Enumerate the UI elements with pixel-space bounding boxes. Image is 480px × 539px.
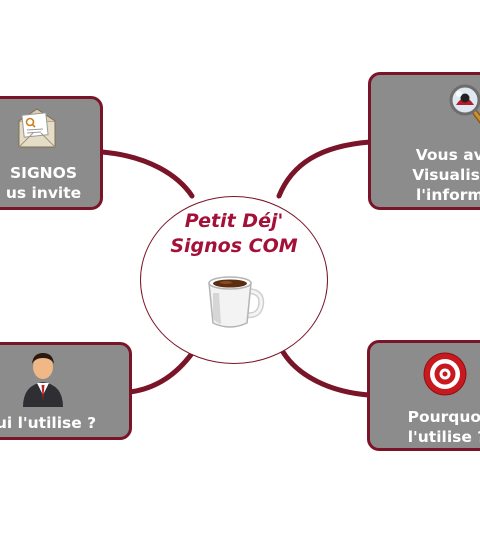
link-vous	[276, 139, 373, 199]
node-signos-label: SIGNOS us invite	[0, 163, 100, 203]
node-vous-avez[interactable]: Vous ave Visualisat l'informa	[368, 72, 480, 210]
node-vous-line1: Vous ave	[415, 146, 480, 164]
node-qui-label: ui l'utilise ?	[0, 413, 129, 433]
link-qui	[127, 349, 196, 395]
node-pourquoi-line2: l'utilise ?	[407, 428, 480, 446]
invitation-envelope-icon	[13, 105, 61, 158]
central-topic[interactable]: Petit Déj' Signos COM	[140, 196, 328, 364]
node-signos-invite[interactable]: SIGNOS us invite	[0, 96, 103, 210]
node-vous-label: Vous ave Visualisat l'informa	[371, 145, 480, 205]
magnifying-glass-icon	[447, 83, 480, 140]
node-signos-line1: SIGNOS	[10, 164, 77, 182]
node-pourquoi-line1: Pourquoi	[407, 408, 480, 426]
node-pourquoi-label: Pourquoi l'utilise ?	[370, 407, 480, 447]
link-signos	[99, 149, 195, 199]
central-topic-line2: Signos COM	[170, 235, 298, 257]
node-vous-line3: l'informa	[415, 186, 480, 204]
node-qui-line1: ui l'utilise ?	[0, 414, 97, 432]
node-vous-line2: Visualisat	[412, 166, 480, 184]
businessman-icon	[21, 349, 65, 412]
central-topic-line1: Petit Déj'	[184, 210, 284, 232]
node-pourquoi-utilise[interactable]: Pourquoi l'utilise ?	[367, 340, 480, 451]
link-pourquoi	[280, 349, 372, 398]
node-qui-utilise[interactable]: ui l'utilise ?	[0, 342, 132, 440]
target-icon	[422, 351, 468, 402]
central-topic-title: Petit Déj' Signos COM	[141, 209, 327, 259]
node-signos-line2: us invite	[5, 184, 82, 202]
coffee-cup-icon	[203, 269, 267, 335]
